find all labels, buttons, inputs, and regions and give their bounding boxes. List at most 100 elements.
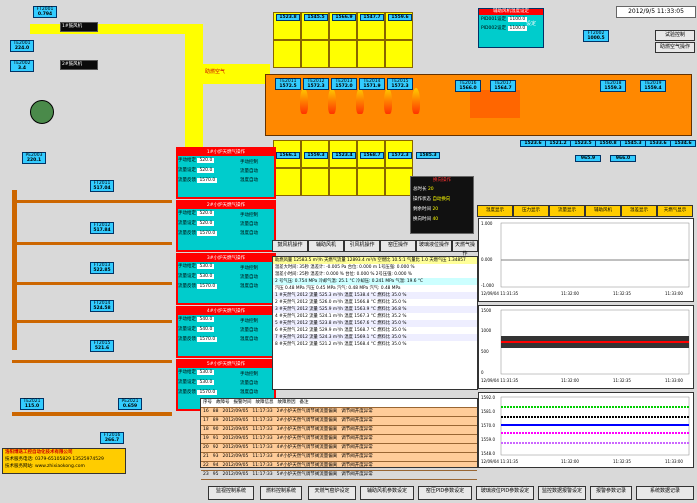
air-label: 助燃空气 bbox=[205, 69, 226, 75]
footer-aux-fan-button[interactable]: 辅助风机参数设定 bbox=[360, 486, 414, 500]
status-pressure[interactable]: 压力显示 bbox=[513, 205, 549, 217]
bottom-tag-4: 1568.7 bbox=[360, 152, 384, 159]
trend-chart-2[interactable]: 1500 1000 500 0 12/09/04 11:31:35 11:32:… bbox=[478, 305, 694, 389]
flame-3 bbox=[356, 88, 364, 114]
right-tag-5: 1545.3 bbox=[620, 140, 646, 147]
setpoint-panel[interactable]: 辅助风机温度设定 PID001设定 1100.0 PID002设定 1100.0 bbox=[478, 8, 544, 48]
right-tag-4: 1550.8 bbox=[595, 140, 621, 147]
status-aux-fan[interactable]: 辅助风机 bbox=[585, 205, 621, 217]
trend-chart-1[interactable]: 1.000 0.000 -1.000 12/09/04 11:31:35 11:… bbox=[478, 218, 694, 302]
status-temp[interactable]: 温度显示 bbox=[477, 205, 513, 217]
footer-monitor-button[interactable]: 监视控制系统 bbox=[208, 486, 254, 500]
furnace-neck bbox=[470, 90, 520, 118]
right-tag-3: 1523.5 bbox=[570, 140, 596, 147]
chart3-xtick-3: 11:33:00 bbox=[665, 459, 683, 464]
footer-data-record-button[interactable]: 系统数据记录 bbox=[636, 486, 694, 500]
footer-gas-setting-button[interactable]: 天燃气窑炉设定 bbox=[308, 486, 356, 500]
flame-5 bbox=[412, 88, 420, 114]
burner-mode-2[interactable]: 手动控制流量自动温度自动 bbox=[240, 213, 258, 236]
chart1-xtick-0: 12/09/04 11:31:35 bbox=[481, 291, 519, 296]
footer-kiln-pid-button[interactable]: 窑压PID参数设定 bbox=[418, 486, 472, 500]
burner-panel-1[interactable]: 1#小炉天燃气操作 手动给定 520.0 流量设定 520.0 流量反馈 157… bbox=[176, 147, 276, 199]
footer-alarm-record-button[interactable]: 报警参数记录 bbox=[590, 486, 632, 500]
regen-tag-2: 1545.5 bbox=[304, 14, 328, 21]
right-tag-6: 1533.6 bbox=[645, 140, 671, 147]
regen-tag-1: 1523.8 bbox=[276, 14, 300, 21]
op-exhaust-fan-button[interactable]: 引风机操作 bbox=[344, 240, 380, 252]
right-tag-1: 1523.6 bbox=[520, 140, 546, 147]
fan-panel-1: 1#鼓风机 bbox=[60, 22, 98, 32]
right-tag-9: 966.0 bbox=[610, 155, 636, 162]
right-tag-2: 1521.2 bbox=[545, 140, 571, 147]
regen-tag-3: 1566.9 bbox=[332, 14, 356, 21]
footer-fuel-button[interactable]: 燃料控制系统 bbox=[260, 486, 302, 500]
chart3-xtick-1: 11:32:00 bbox=[561, 459, 579, 464]
combustion-air-button[interactable]: 助燃空气操作 bbox=[655, 42, 695, 53]
gas-pipe-h2 bbox=[12, 242, 172, 245]
status-flow[interactable]: 流量显示 bbox=[549, 205, 585, 217]
burner-mode-1[interactable]: 手动控制流量自动温度自动 bbox=[240, 160, 258, 183]
chart3-ytick-1: 1581.0 bbox=[481, 409, 495, 414]
chart2-xtick-3: 11:33:00 bbox=[665, 378, 683, 383]
gas-pipe-main bbox=[12, 412, 172, 416]
op-kiln-pressure-button[interactable]: 窑压操作 bbox=[380, 240, 416, 252]
gas-pipe-h3 bbox=[12, 282, 172, 285]
right-tag-7: 1534.6 bbox=[670, 140, 696, 147]
chart3-ytick-0: 1592.0 bbox=[481, 395, 495, 400]
chart1-ytick-2: -1.000 bbox=[481, 283, 494, 288]
alarm-table-header: 序号故障号报警时间故障信息故障原因备注 bbox=[201, 399, 477, 408]
reversal-info-panel: 换向操作 总时长 20 操作状态 自动换向 剩余时间 20 换向时间 40 bbox=[410, 176, 474, 234]
test-control-button[interactable]: 试验控制 bbox=[655, 30, 695, 41]
burner-mode-4[interactable]: 手动控制流量自动温度自动 bbox=[240, 319, 258, 342]
chart3-ytick-4: 1548.0 bbox=[481, 451, 495, 456]
right-tag-8: 965.9 bbox=[575, 155, 601, 162]
datetime-display: 2012/9/5 11:33:05 bbox=[616, 6, 696, 18]
air-pipe-connector bbox=[200, 64, 270, 84]
regen-tag-5: 1559.6 bbox=[388, 14, 412, 21]
footer-alarm-setting-button[interactable]: 监控数据报警设定 bbox=[538, 486, 586, 500]
chart1-xtick-2: 11:32:35 bbox=[613, 291, 631, 296]
chart3-xtick-0: 12/09/04 11:31:35 bbox=[481, 459, 519, 464]
burner-panel-2[interactable]: 2#小炉天燃气操作 手动给定 520.0 流量设定 520.0 流量反馈 157… bbox=[176, 200, 276, 252]
setpoint-label: 设定 bbox=[526, 21, 537, 27]
fan-icon[interactable] bbox=[30, 100, 54, 124]
footer-glass-pid-button[interactable]: 玻璃液位PID参数设定 bbox=[476, 486, 534, 500]
op-glass-level-button[interactable]: 玻璃液位操作 bbox=[416, 240, 452, 252]
burner-mode-5[interactable]: 手动控制流量自动温度自动 bbox=[240, 372, 258, 395]
status-temp-diff[interactable]: 温差显示 bbox=[621, 205, 657, 217]
burner-mode-3[interactable]: 手动控制流量自动温度自动 bbox=[240, 266, 258, 289]
op-aux-fan-button[interactable]: 辅助风机 bbox=[308, 240, 344, 252]
burner-panel-3[interactable]: 3#小炉天燃气操作 手动给定 530.0 流量设定 530.0 流量反馈 157… bbox=[176, 253, 276, 305]
burner-panel-4[interactable]: 4#小炉天燃气操作 手动给定 540.0 流量设定 540.0 流量反馈 157… bbox=[176, 306, 276, 358]
burner-panel-title: 1#小炉天燃气操作 bbox=[178, 149, 274, 156]
trend-chart-2-svg bbox=[500, 309, 690, 375]
op-gas-button[interactable]: 天燃气操作 bbox=[452, 240, 478, 257]
bottom-tag-2: 1559.3 bbox=[304, 152, 328, 159]
op-blower-button[interactable]: 鼓风机操作 bbox=[272, 240, 308, 252]
flame-4 bbox=[384, 88, 392, 114]
status-gas[interactable]: 天燃气显示 bbox=[657, 205, 693, 217]
air-pipe-main bbox=[30, 24, 190, 34]
trend-chart-3[interactable]: 1592.0 1581.0 1570.0 1559.0 1548.0 12/09… bbox=[478, 392, 694, 468]
chart2-ytick-3: 0 bbox=[481, 370, 484, 375]
